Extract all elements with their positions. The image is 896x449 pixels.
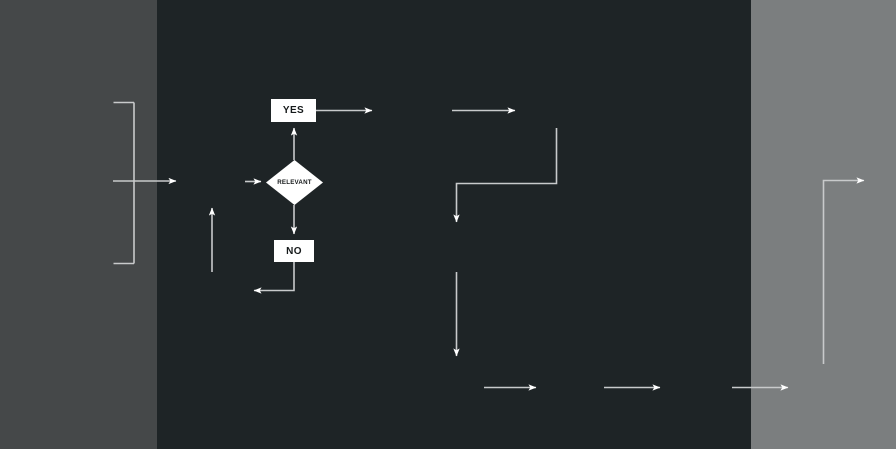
flow-node-relevant-label: RELEVANT bbox=[277, 179, 312, 186]
flow-node-no[interactable]: NO bbox=[274, 240, 314, 262]
flow-node-relevant[interactable]: RELEVANT bbox=[266, 160, 323, 205]
background-panel-left bbox=[0, 0, 157, 449]
flow-node-yes[interactable]: YES bbox=[271, 99, 316, 122]
flow-node-yes-label: YES bbox=[282, 105, 305, 116]
connector-no-out-left bbox=[253, 262, 295, 294]
flow-node-no-label: NO bbox=[286, 245, 302, 257]
background-panel-middle bbox=[157, 0, 751, 449]
connector-mid-elbow bbox=[453, 128, 558, 223]
connector-bracket-left bbox=[113, 101, 135, 265]
connector-right-elbow bbox=[822, 177, 865, 364]
